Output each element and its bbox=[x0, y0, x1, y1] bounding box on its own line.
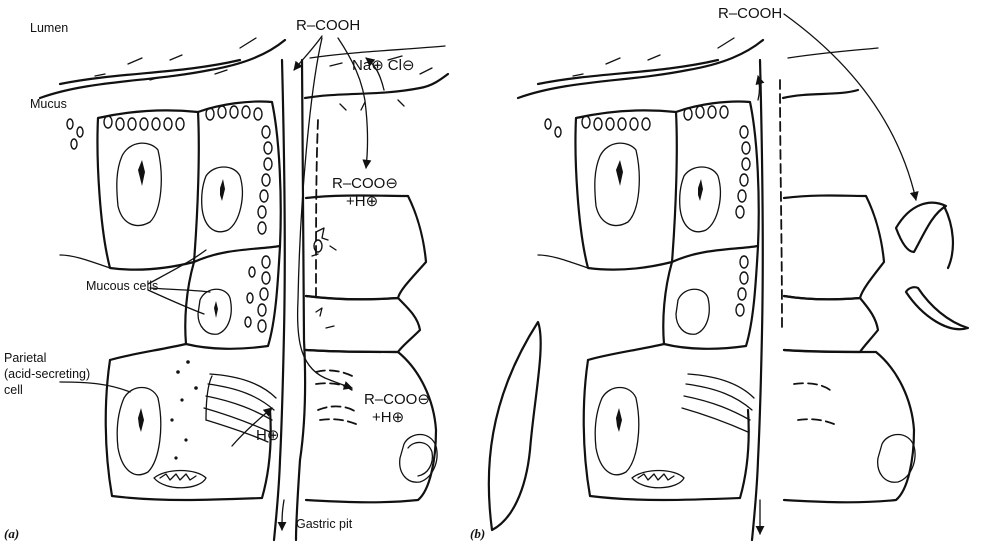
sloughed-cell-left bbox=[489, 322, 541, 530]
proton-label: H⊕ bbox=[256, 427, 279, 444]
parietal-label-line1: Parietal bbox=[4, 351, 46, 365]
mucus-label: Mucus bbox=[30, 97, 67, 111]
mucous-cell-upper-left bbox=[60, 110, 199, 269]
gastric-pit-lumen bbox=[274, 60, 318, 540]
chloride-label: Cl bbox=[388, 57, 402, 74]
anion-lower-line1: R–COO⊖ bbox=[364, 391, 430, 408]
lumen-label: Lumen bbox=[30, 21, 68, 35]
minus-symbol: ⊖ bbox=[402, 57, 415, 74]
panel-b: R–COOH (b) bbox=[470, 5, 968, 541]
carboxylic-acid-label-b: R–COOH bbox=[718, 5, 782, 22]
mucous-cell-mid bbox=[185, 246, 280, 349]
mucous-cells-label: Mucous cells bbox=[86, 279, 158, 293]
parietal-cell bbox=[106, 344, 276, 500]
parietal-label-line2: (acid-secreting) bbox=[4, 367, 90, 381]
plus-symbol: ⊕ bbox=[371, 57, 384, 74]
gastric-pit-label: Gastric pit bbox=[296, 517, 353, 531]
right-cell-lower bbox=[306, 350, 437, 502]
anion-upper-line2: +H⊕ bbox=[346, 193, 378, 210]
sodium-chloride-label: Na⊕Cl⊖ bbox=[352, 57, 415, 74]
panel-b-label: (b) bbox=[470, 526, 485, 541]
panel-a: Lumen Mucus Mucous cells Parietal (acid-… bbox=[4, 17, 448, 541]
sloughed-cells-right bbox=[896, 203, 968, 330]
anion-lower-line2: +H⊕ bbox=[372, 409, 404, 426]
carboxylic-acid-label-a: R–COOH bbox=[296, 17, 360, 34]
right-cell-mid bbox=[306, 296, 420, 352]
right-cell-upper bbox=[306, 196, 426, 300]
panel-a-label: (a) bbox=[4, 526, 19, 541]
mucus-layer bbox=[40, 38, 448, 110]
sodium-label: Na bbox=[352, 57, 372, 74]
mucous-cell-upper-right bbox=[194, 101, 281, 262]
parietal-label-line3: cell bbox=[4, 383, 23, 397]
anion-upper-line1: R–COO⊖ bbox=[332, 175, 398, 192]
